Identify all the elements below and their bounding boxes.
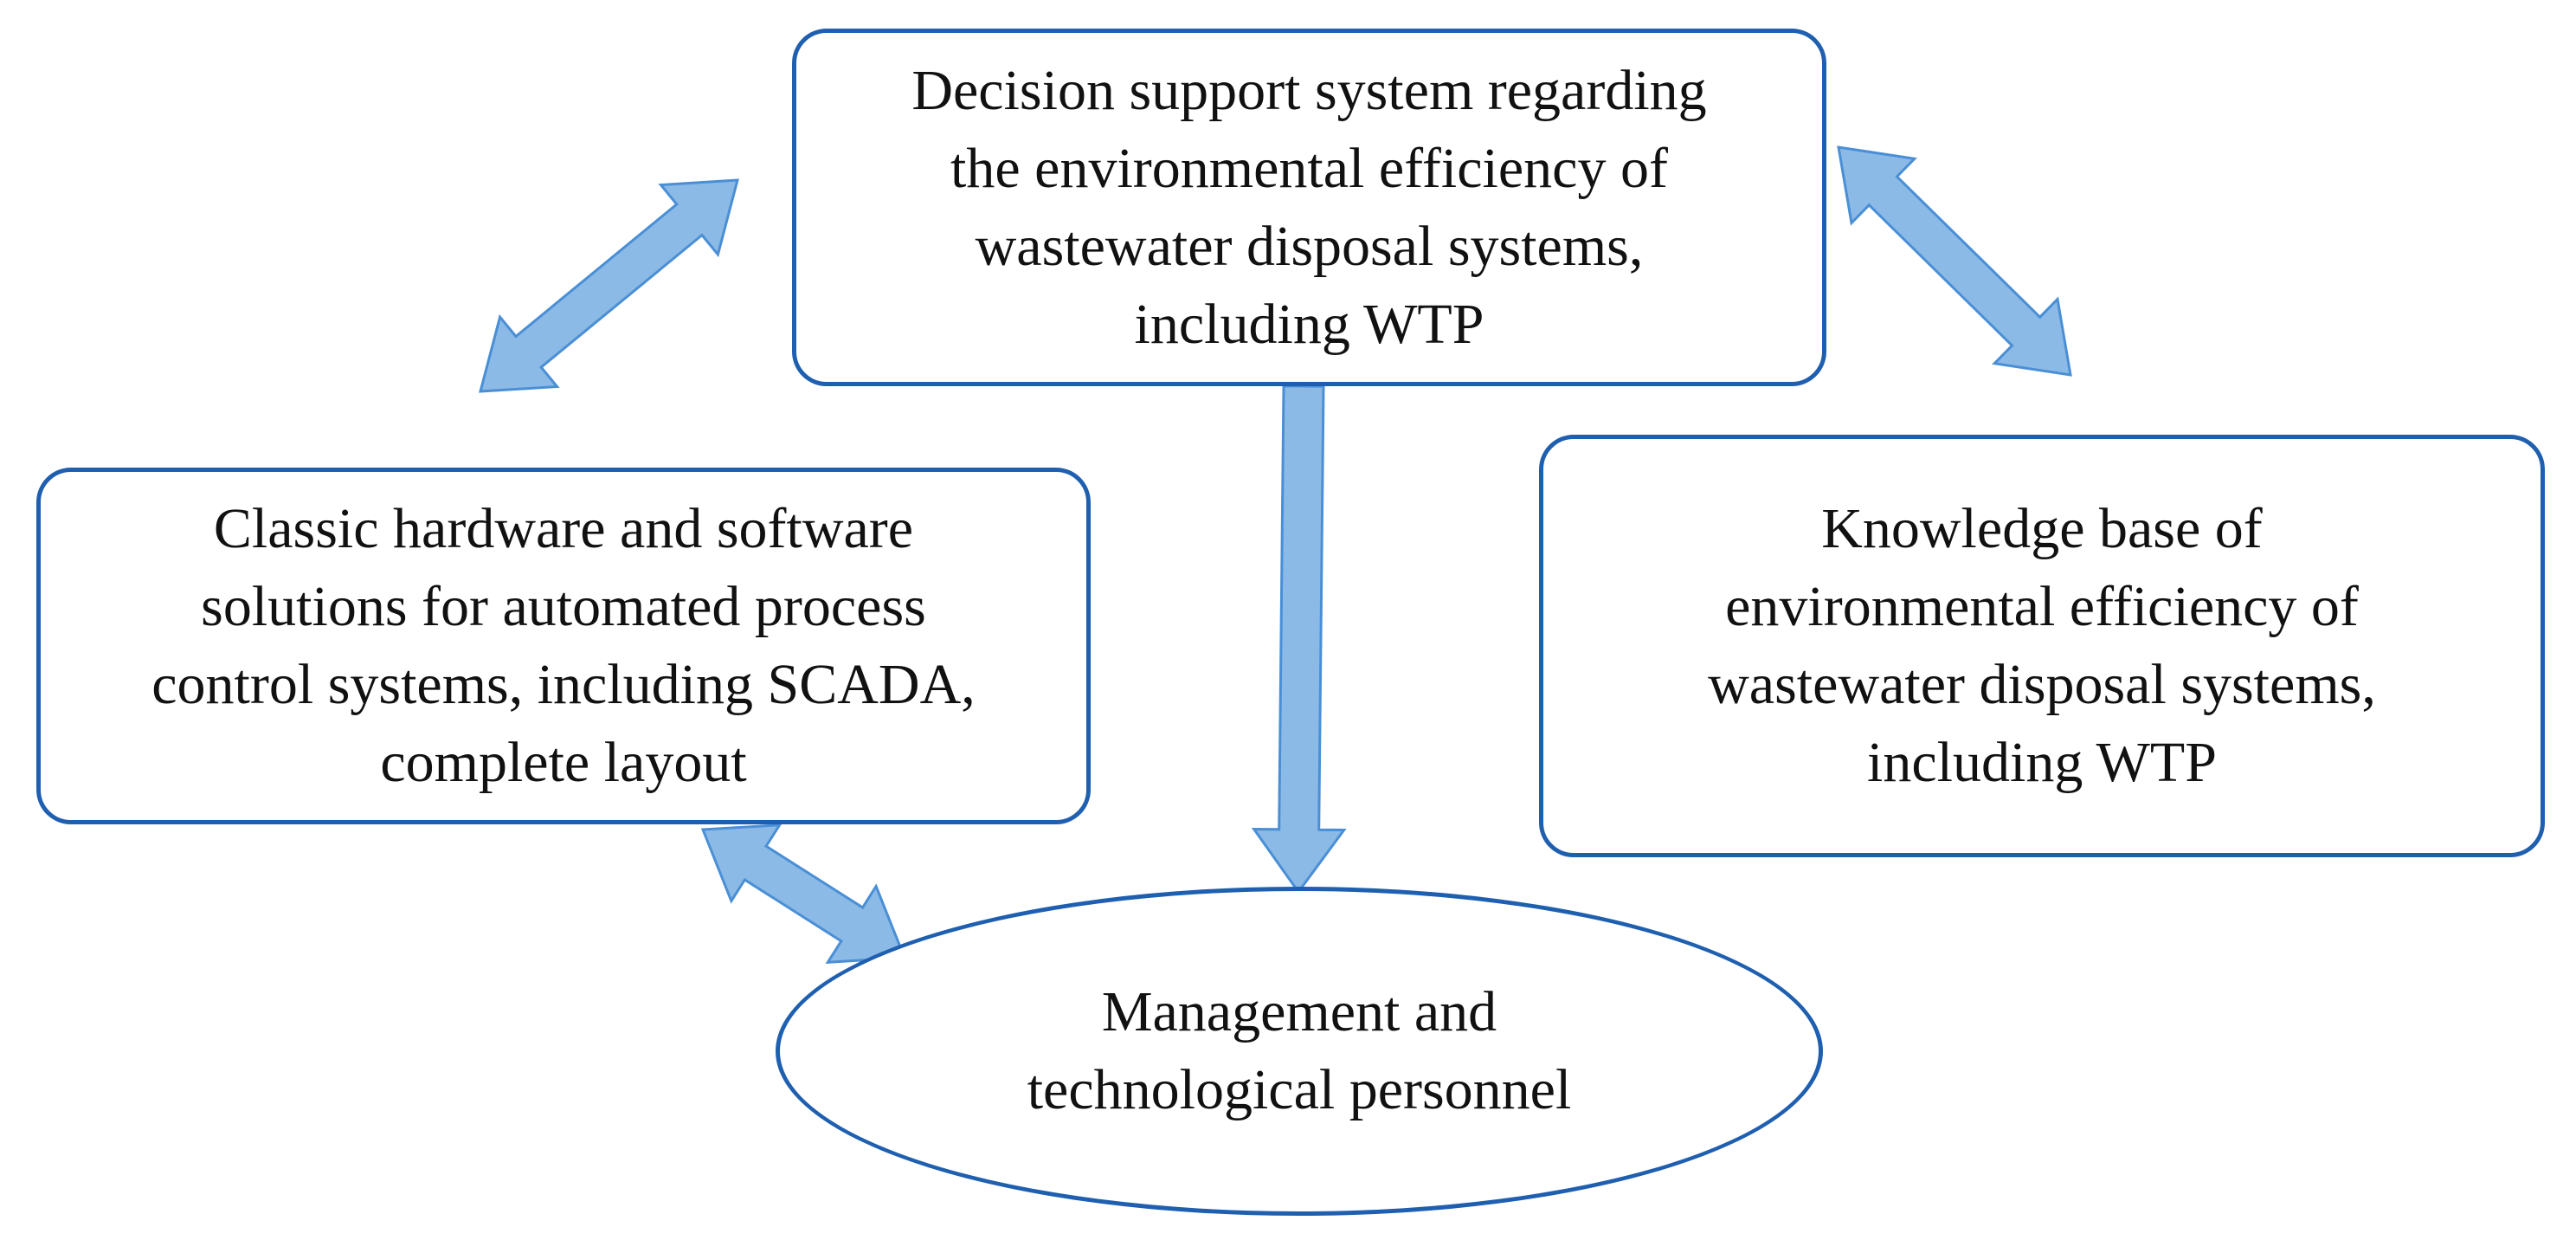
personnel-label: Management and technological personnel [1027,980,1572,1121]
classic-solutions-box: Classic hardware and software solutions … [36,468,1091,824]
arrow-classic-personnel [700,823,907,964]
knowledge-base-box: Knowledge base of environmental efficien… [1539,435,2545,857]
classic-solutions-label: Classic hardware and software solutions … [151,497,976,794]
personnel-ellipse: Management and technological personnel [776,887,1823,1216]
arrow-dss-classic [479,178,739,393]
arrow-dss-personnel [1251,384,1347,894]
arrow-dss-knowledge [1837,145,2072,377]
knowledge-base-label: Knowledge base of environmental efficien… [1708,497,2376,794]
decision-support-system-box: Decision support system regarding the en… [792,29,1826,386]
decision-support-system-label: Decision support system regarding the en… [911,58,1707,356]
